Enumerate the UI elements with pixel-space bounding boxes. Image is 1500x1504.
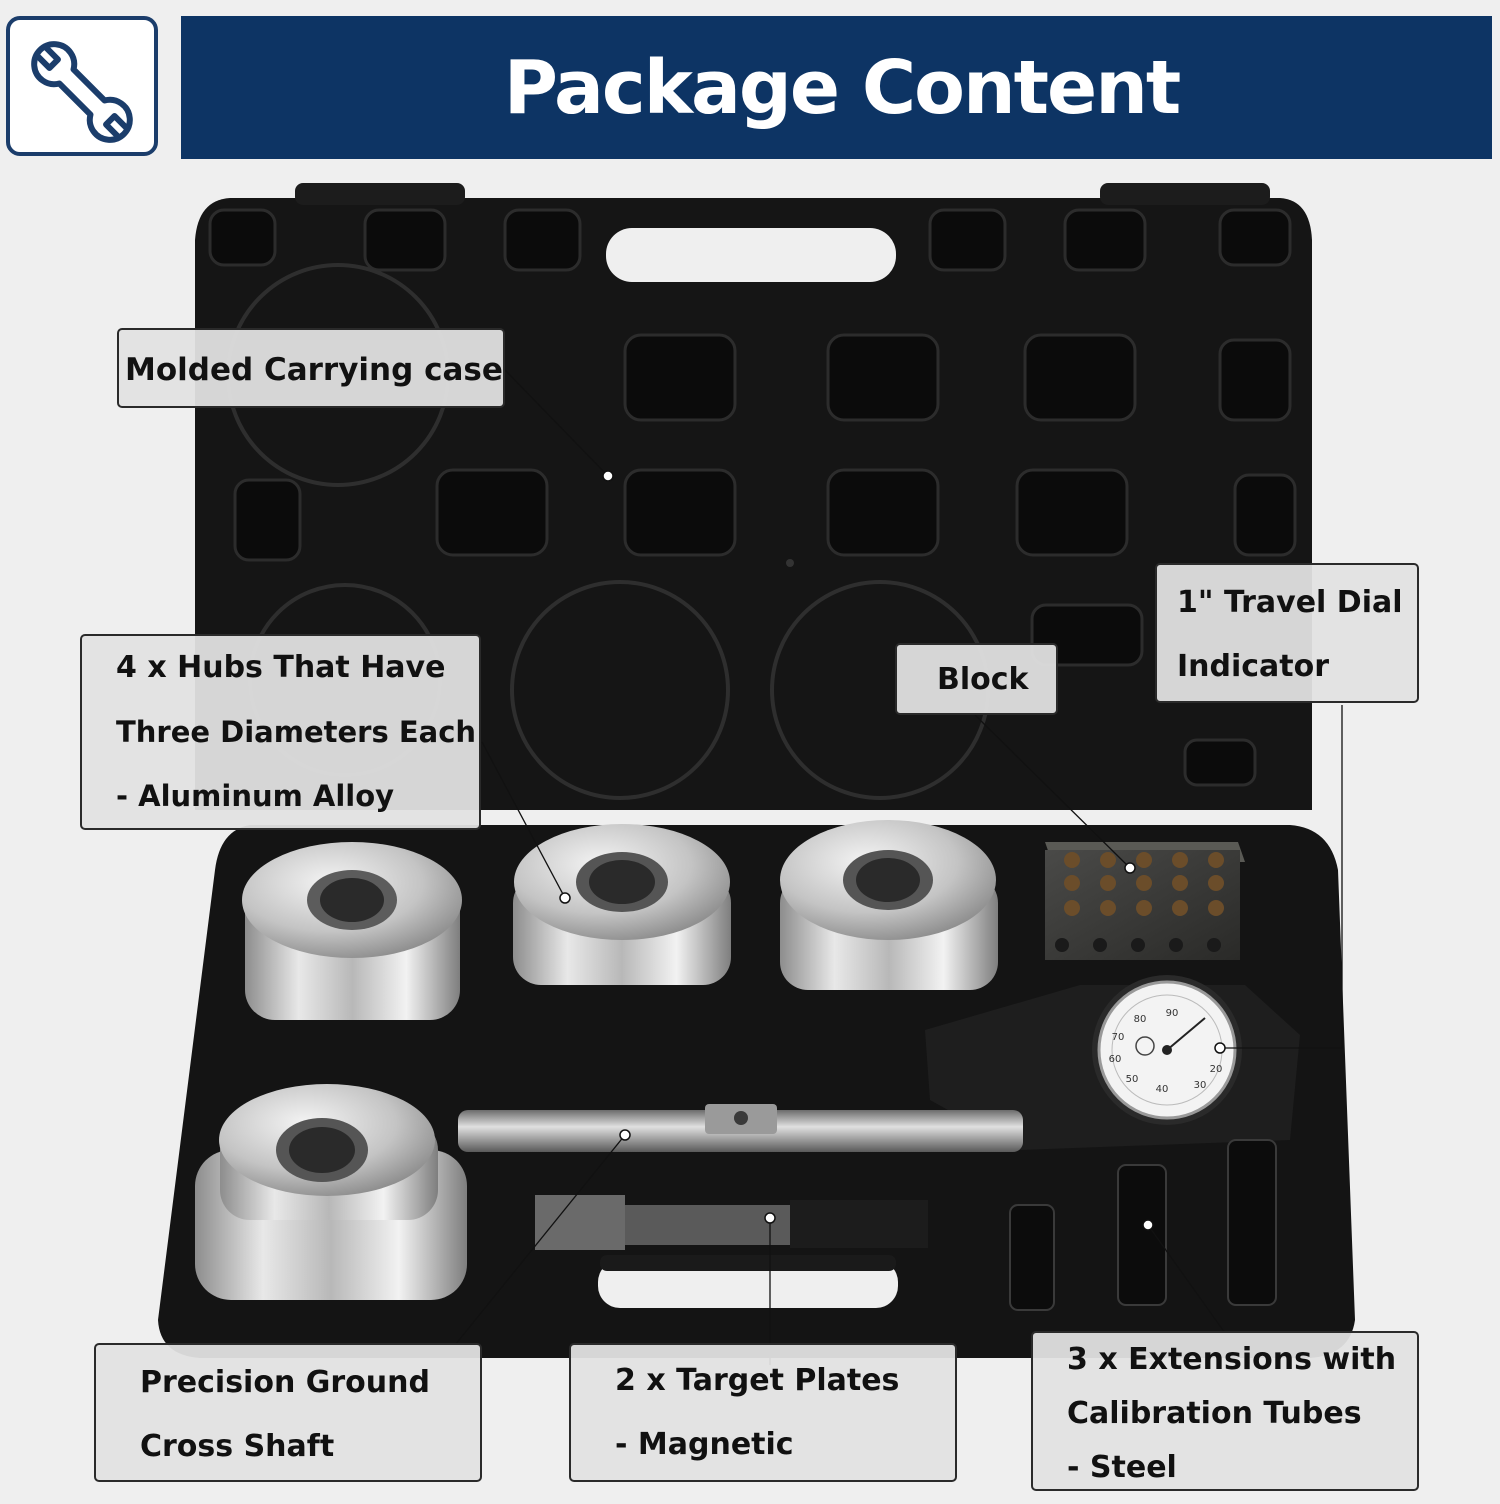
callout-dial-indicator: 1" Travel Dial Indicator (1155, 563, 1419, 703)
toolbox-icon-frame (6, 16, 158, 156)
hub (195, 1084, 467, 1300)
hub (513, 824, 731, 985)
setup-block (1045, 842, 1245, 960)
callout-cross-shaft: Precision Ground Cross Shaft (94, 1343, 482, 1482)
dial-tick-label: 20 (1210, 1064, 1223, 1075)
hub (780, 820, 998, 990)
callout-text: Block (937, 662, 1029, 697)
callout-text: 1" Travel Dial (1177, 585, 1403, 620)
callout-hubs: 4 x Hubs That Have Three Diameters Each … (80, 634, 481, 830)
callout-text: 4 x Hubs That Have (116, 650, 446, 685)
dial-tick-label: 70 (1112, 1032, 1125, 1043)
callout-text: - Magnetic (615, 1427, 794, 1462)
callout-extensions: 3 x Extensions with Calibration Tubes - … (1031, 1331, 1419, 1491)
header-banner: Package Content (181, 16, 1492, 159)
callout-target-plates: 2 x Target Plates - Magnetic (569, 1343, 957, 1482)
callout-text: Cross Shaft (140, 1429, 335, 1464)
callout-text: Indicator (1177, 649, 1330, 684)
callout-carrying-case: Molded Carrying case (117, 328, 505, 408)
callout-text: Three Diameters Each (116, 715, 477, 749)
extension-tubes (1009, 1139, 1277, 1311)
dial-tick-label: 50 (1126, 1074, 1139, 1085)
hub (242, 842, 462, 1020)
page-title: Package Content (503, 44, 1182, 131)
dial-tick-label: 60 (1109, 1054, 1122, 1065)
dial-tick-label: 80 (1134, 1014, 1147, 1025)
callout-text: Precision Ground (140, 1365, 430, 1400)
callout-text: Molded Carrying case (125, 352, 503, 388)
dial-tick-label: 90 (1166, 1008, 1179, 1019)
callout-text: 2 x Target Plates (615, 1363, 900, 1398)
dial-tick-label: 30 (1194, 1080, 1207, 1091)
callout-text: - Steel (1067, 1450, 1177, 1485)
callout-text: 3 x Extensions with (1067, 1342, 1397, 1377)
cross-shaft (458, 1104, 1023, 1152)
callout-text: - Aluminum Alloy (116, 779, 395, 813)
callout-block: Block (895, 643, 1058, 715)
wrench-icon (31, 41, 133, 143)
dial-tick-label: 40 (1156, 1084, 1169, 1095)
callout-text: Calibration Tubes (1067, 1396, 1362, 1431)
